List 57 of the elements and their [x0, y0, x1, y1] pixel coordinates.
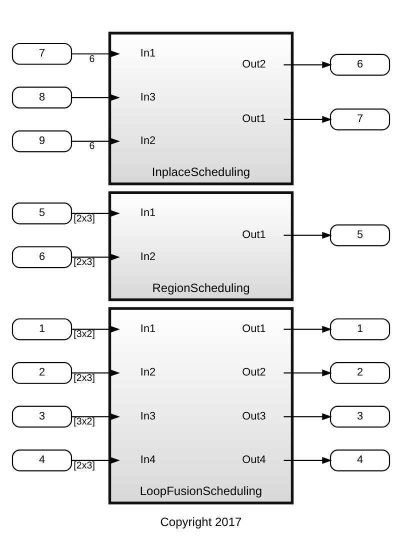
edge-label: [3x2] [74, 329, 95, 340]
node-text: In1 [140, 207, 156, 220]
arrow [72, 94, 120, 102]
node-box: 6 [12, 246, 72, 268]
arrow [284, 413, 332, 420]
arrow [72, 456, 120, 464]
arrow [72, 326, 120, 333]
edge-label: 6 [89, 141, 95, 152]
node-text: In3 [140, 410, 156, 422]
node-box: 1 [330, 318, 390, 340]
arrow [72, 210, 120, 217]
arrow [284, 232, 332, 239]
caption: Copyright 2017 [160, 514, 242, 529]
arrow [72, 254, 120, 261]
arrow [72, 50, 120, 58]
node-box: 4 [12, 449, 72, 472]
arrow [284, 116, 332, 123]
edge-label: [2x3] [74, 257, 95, 268]
arrow [284, 326, 332, 333]
arrow [72, 370, 120, 376]
node-text: In2 [140, 250, 156, 263]
edge-label: 6 [89, 54, 95, 65]
node-text: In1 [140, 48, 156, 60]
node-box: 2 [12, 362, 72, 384]
arrow [284, 370, 332, 376]
edge-label: [2x3] [74, 213, 95, 224]
node-text: In1 [140, 323, 156, 335]
node-text: In4 [140, 454, 156, 466]
arrow [72, 413, 120, 420]
node-box: 8 [12, 86, 72, 109]
node-box: 1 [12, 318, 72, 340]
edge-label: [2x3] [74, 460, 95, 472]
node-text: Out1 [242, 323, 266, 335]
node-text: In2 [140, 135, 156, 148]
node-text: Out1 [242, 113, 266, 126]
node-box: 5 [330, 224, 390, 246]
node-text: Out4 [242, 454, 266, 466]
node-text: In2 [140, 366, 156, 379]
node-box: 6 [330, 54, 390, 76]
node-text: Out2 [242, 58, 266, 71]
arrow [72, 138, 120, 145]
node-box: 2 [330, 362, 390, 384]
node-text: Out3 [242, 410, 266, 422]
node-box: 4 [330, 449, 390, 472]
node-box: 7 [12, 42, 72, 65]
node-box: 5 [12, 202, 72, 224]
node-text: Out2 [242, 366, 266, 379]
node-text: Out1 [242, 229, 266, 242]
arrow [284, 61, 332, 68]
edge-label: [3x2] [74, 416, 95, 428]
node-box: 3 [330, 406, 390, 428]
arrow [284, 456, 332, 464]
edge-label: [2x3] [74, 372, 95, 384]
node-box: 9 [12, 130, 72, 152]
node-text: In3 [140, 91, 156, 104]
node-box: 3 [12, 406, 72, 428]
node-box: 7 [330, 108, 390, 130]
